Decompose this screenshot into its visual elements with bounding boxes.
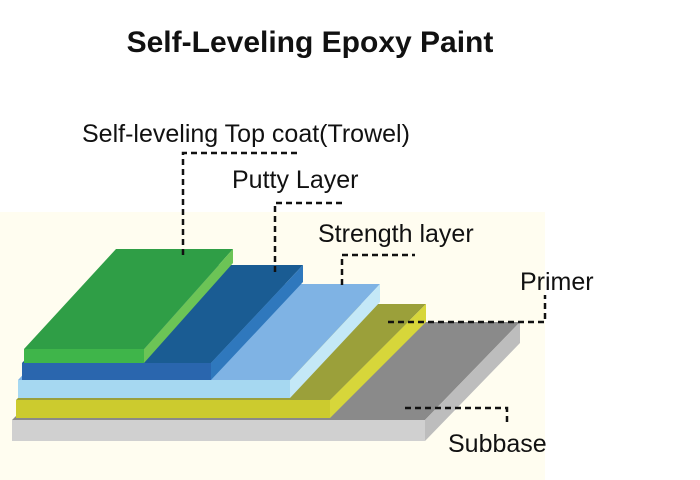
subbase-side-face [425,322,520,441]
putty-front-face [22,363,211,380]
label-strength: Strength layer [318,220,474,248]
primer-side-face [330,304,426,418]
strength-side-face [290,284,380,398]
label-subbase: Subbase [448,430,547,458]
leader-top-coat [181,151,298,255]
top-coat-front-face [24,349,144,363]
layer-top-coat [24,249,233,363]
leader-subbase [405,406,509,425]
leader-strength [340,253,415,285]
top-coat-side-face [144,249,233,363]
primer-front-face [16,400,330,418]
strength-front-face [18,380,290,398]
leader-putty [273,201,345,272]
putty-side-face [211,265,303,380]
top-coat-top-face [24,249,233,349]
label-putty: Putty Layer [232,166,358,194]
leader-primer [388,295,547,324]
subbase-front-face [12,420,425,441]
label-top-coat: Self-leveling Top coat(Trowel) [82,120,410,148]
label-primer: Primer [520,268,594,296]
diagram-title: Self-Leveling Epoxy Paint [127,26,494,59]
